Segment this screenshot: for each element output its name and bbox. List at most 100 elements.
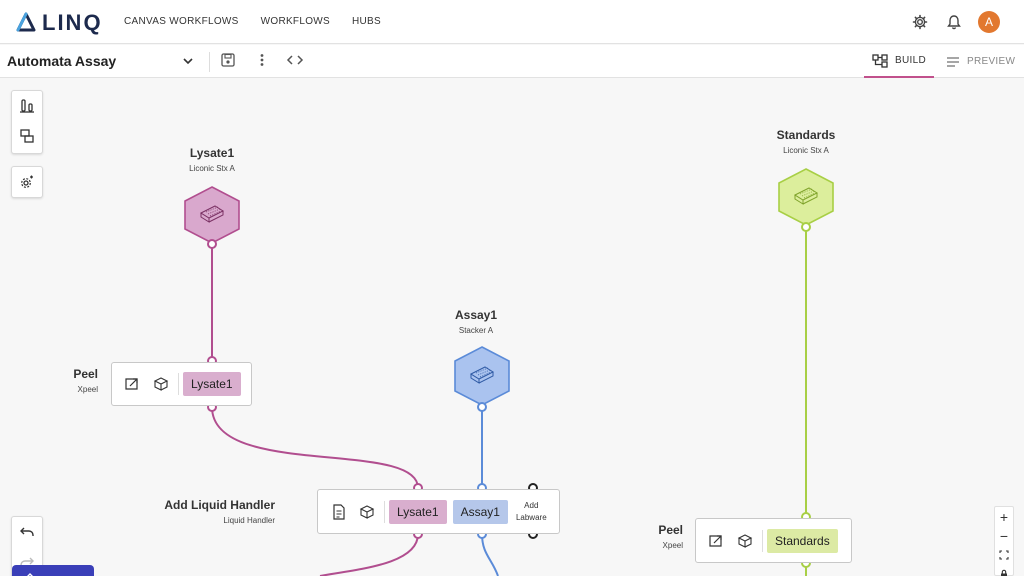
main-nav: CANVAS WORKFLOWS WORKFLOWS HUBS	[124, 16, 381, 27]
step-device-button[interactable]	[150, 373, 172, 395]
wire-peel-to-liquid-handler	[211, 406, 419, 489]
undo-button[interactable]	[12, 517, 42, 547]
labware-location: Stacker A	[458, 326, 494, 335]
save-icon[interactable]	[220, 52, 236, 68]
labware-chip[interactable]: Lysate1	[389, 499, 447, 524]
tab-build[interactable]: BUILD	[864, 45, 934, 78]
device-box-icon	[153, 377, 169, 391]
tab-preview-label: PREVIEW	[967, 56, 1016, 67]
zoom-out-button[interactable]: −	[999, 527, 1009, 544]
tube-rack-icon	[20, 99, 34, 113]
labware-chip[interactable]: Lysate1	[183, 372, 241, 396]
step-node-peel-1[interactable]: Lysate1	[111, 362, 252, 406]
logo-text: LINQ	[42, 10, 103, 35]
step-device-button[interactable]	[734, 530, 756, 552]
bottom-panel-tab[interactable]	[12, 565, 94, 576]
labware-name: Standards	[776, 128, 836, 142]
step-action-button[interactable]	[122, 373, 144, 395]
step-node-add-liquid-handler[interactable]: Lysate1 Assay1 Add Labware	[317, 489, 560, 534]
nav-canvas-workflows[interactable]: CANVAS WORKFLOWS	[124, 16, 239, 27]
add-step-tool[interactable]	[12, 121, 42, 151]
labware-label-standards: Standards Liconic Stx A	[777, 128, 836, 155]
chevron-down-icon[interactable]	[182, 55, 194, 67]
peel-arrow-icon	[709, 534, 722, 547]
step-separator	[384, 500, 385, 523]
bell-icon	[947, 15, 961, 30]
labware-location: Liconic Stx A	[783, 146, 829, 155]
code-icon[interactable]	[286, 52, 304, 68]
toolbar-divider	[209, 52, 210, 72]
step-action-button[interactable]	[328, 501, 350, 523]
gear-sparkle-icon	[21, 175, 33, 188]
notifications-button[interactable]	[944, 12, 964, 32]
nav-hubs[interactable]: HUBS	[352, 16, 381, 27]
lock-icon	[1001, 569, 1007, 576]
labware-label-assay1: Assay1 Stacker A	[455, 308, 497, 335]
step-label-peel-1: Peel Xpeel	[73, 367, 98, 394]
labware-name: Lysate1	[189, 146, 235, 160]
undo-icon	[20, 527, 34, 536]
transfer-icon	[20, 129, 34, 143]
linq-logo-icon	[16, 12, 36, 32]
step-device: Xpeel	[662, 541, 683, 550]
workflow-title: Automata Assay	[7, 53, 117, 69]
workflow-toolbar: Automata Assay BUILD PREVIEW	[0, 45, 1024, 78]
plate-icon	[793, 187, 819, 205]
user-avatar[interactable]: A	[978, 11, 1000, 33]
add-labware-button[interactable]: Add Labware	[515, 500, 547, 522]
port-lysate1-out[interactable]	[207, 239, 217, 249]
lock-button[interactable]	[995, 564, 1013, 576]
workflow-graph	[184, 168, 834, 576]
add-labware-tool[interactable]	[12, 91, 42, 121]
step-device: Liquid Handler	[223, 516, 275, 525]
build-diagram-icon	[872, 53, 888, 68]
nav-workflows[interactable]: WORKFLOWS	[260, 16, 330, 27]
peel-arrow-icon	[125, 378, 138, 390]
port-standards-out[interactable]	[801, 222, 811, 232]
labware-node-standards[interactable]	[778, 168, 834, 226]
top-navbar: LINQ CANVAS WORKFLOWS WORKFLOWS HUBS A	[0, 0, 1024, 44]
gear-icon	[912, 14, 928, 30]
canvas-settings-panel	[11, 166, 43, 198]
wire-liquid-handler-out-lysate	[319, 533, 419, 576]
port-assay1-out[interactable]	[477, 402, 487, 412]
workflow-canvas[interactable]: Lysate1 Liconic Stx A Assay1 Stacker A S…	[0, 79, 1024, 576]
wire-liquid-handler-out-assay	[481, 533, 499, 576]
labware-node-assay1[interactable]	[454, 346, 510, 406]
nav-actions: A	[910, 11, 1000, 33]
step-device-button[interactable]	[356, 501, 378, 523]
plate-icon	[469, 366, 495, 384]
tab-build-label: BUILD	[895, 55, 926, 66]
labware-chip[interactable]: Standards	[767, 528, 838, 553]
step-name: Peel	[658, 523, 683, 537]
plate-icon	[199, 205, 225, 223]
canvas-settings-tool[interactable]	[12, 167, 42, 197]
labware-label-lysate1: Lysate1 Liconic Stx A	[189, 146, 235, 173]
tab-preview[interactable]: PREVIEW	[946, 45, 1015, 78]
list-icon	[947, 56, 959, 67]
more-vertical-icon[interactable]	[254, 52, 270, 68]
fit-view-button[interactable]	[995, 545, 1013, 564]
step-name: Peel	[73, 367, 98, 381]
chevron-up-icon	[27, 573, 33, 576]
step-action-button[interactable]	[706, 530, 728, 552]
zoom-controls: + −	[994, 506, 1014, 576]
document-icon	[333, 503, 345, 520]
fit-view-icon	[999, 549, 1009, 560]
settings-button[interactable]	[910, 12, 930, 32]
step-node-peel-2[interactable]: Standards	[695, 518, 852, 563]
step-separator	[762, 529, 763, 552]
labware-chip[interactable]: Assay1	[452, 499, 508, 524]
step-device: Xpeel	[77, 385, 98, 394]
redo-icon	[20, 557, 34, 566]
step-label-peel-2: Peel Xpeel	[658, 523, 683, 550]
device-box-icon	[737, 533, 753, 548]
linq-logo[interactable]: LINQ	[16, 10, 103, 36]
redo-button[interactable]	[12, 547, 42, 576]
step-label-add-liquid-handler: Add Liquid Handler Liquid Handler	[164, 498, 275, 525]
step-separator	[178, 373, 179, 395]
zoom-in-button[interactable]: +	[999, 508, 1009, 525]
device-box-icon	[359, 504, 375, 519]
labware-node-lysate1[interactable]	[184, 186, 240, 244]
labware-location: Liconic Stx A	[189, 164, 235, 173]
